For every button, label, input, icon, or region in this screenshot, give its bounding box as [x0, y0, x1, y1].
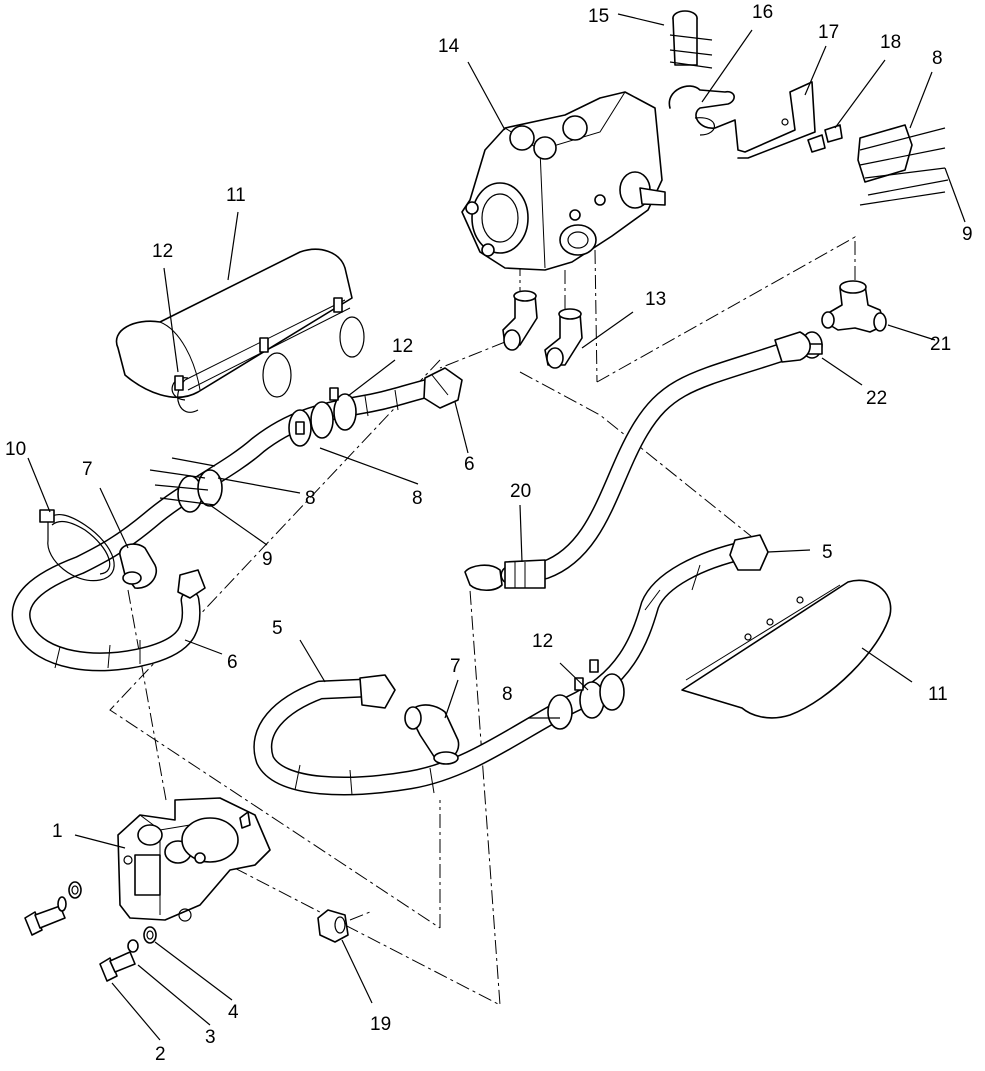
callout-7b: 7 [450, 656, 461, 677]
callout-17: 17 [818, 22, 839, 43]
bolts-18[interactable] [807, 124, 843, 153]
callout-5b: 5 [822, 542, 833, 563]
return-hose[interactable] [464, 331, 811, 592]
callout-20: 20 [510, 481, 531, 502]
mount-bracket[interactable] [668, 81, 816, 159]
hydraulic-motor[interactable] [117, 797, 271, 922]
callout-8d: 8 [932, 48, 943, 69]
bolts-washers[interactable] [24, 881, 157, 982]
callout-22: 22 [866, 388, 887, 409]
fitting-19[interactable] [317, 909, 349, 943]
hose-shield-upper[interactable] [115, 248, 365, 413]
callout-3: 3 [205, 1027, 216, 1048]
callout-2: 2 [155, 1044, 166, 1065]
elbow-fitting-lower[interactable] [404, 704, 460, 765]
callout-13: 13 [645, 289, 666, 310]
hose-shield-right[interactable] [681, 579, 892, 719]
hose-assembly-lower[interactable] [253, 534, 769, 796]
callout-11a: 11 [226, 185, 246, 206]
callout-16: 16 [752, 2, 773, 23]
callout-7a: 7 [82, 459, 93, 480]
callout-8a: 8 [305, 488, 316, 509]
hose-clamps-left[interactable] [149, 387, 357, 513]
hydraulic-pump[interactable] [461, 91, 666, 271]
hose-clamp-10[interactable] [39, 509, 115, 582]
hose-clamps-lower[interactable] [547, 659, 625, 730]
callout-12c: 12 [532, 631, 553, 652]
callout-6a: 6 [464, 454, 475, 475]
callout-9a: 9 [262, 549, 273, 570]
callout-labels: 1 2 3 4 5 5 6 6 7 7 8 8 8 8 9 9 10 11 11… [5, 2, 973, 1065]
callout-12a: 12 [152, 241, 173, 262]
leader-lines [27, 13, 966, 1041]
callout-19: 19 [370, 1014, 391, 1035]
callout-15: 15 [588, 6, 609, 27]
callout-10: 10 [5, 439, 26, 460]
callout-4: 4 [228, 1002, 239, 1023]
hose-assembly-left[interactable] [11, 367, 463, 672]
assembly-centerlines [109, 236, 856, 1006]
callout-5a: 5 [272, 618, 283, 639]
callout-14: 14 [438, 36, 460, 57]
callout-18: 18 [880, 32, 901, 53]
callout-8b: 8 [412, 488, 423, 509]
tee-fitting[interactable] [821, 280, 887, 333]
callout-9b: 9 [962, 224, 973, 245]
callout-8c: 8 [502, 684, 513, 705]
elbow-fittings-13[interactable] [502, 290, 583, 369]
callout-6b: 6 [227, 652, 238, 673]
clamps-15[interactable] [669, 10, 713, 69]
clamps-upper-right[interactable] [857, 124, 949, 206]
callout-11b: 11 [928, 684, 948, 705]
callout-21: 21 [930, 334, 951, 355]
callout-1: 1 [52, 821, 63, 842]
callout-12b: 12 [392, 336, 413, 357]
